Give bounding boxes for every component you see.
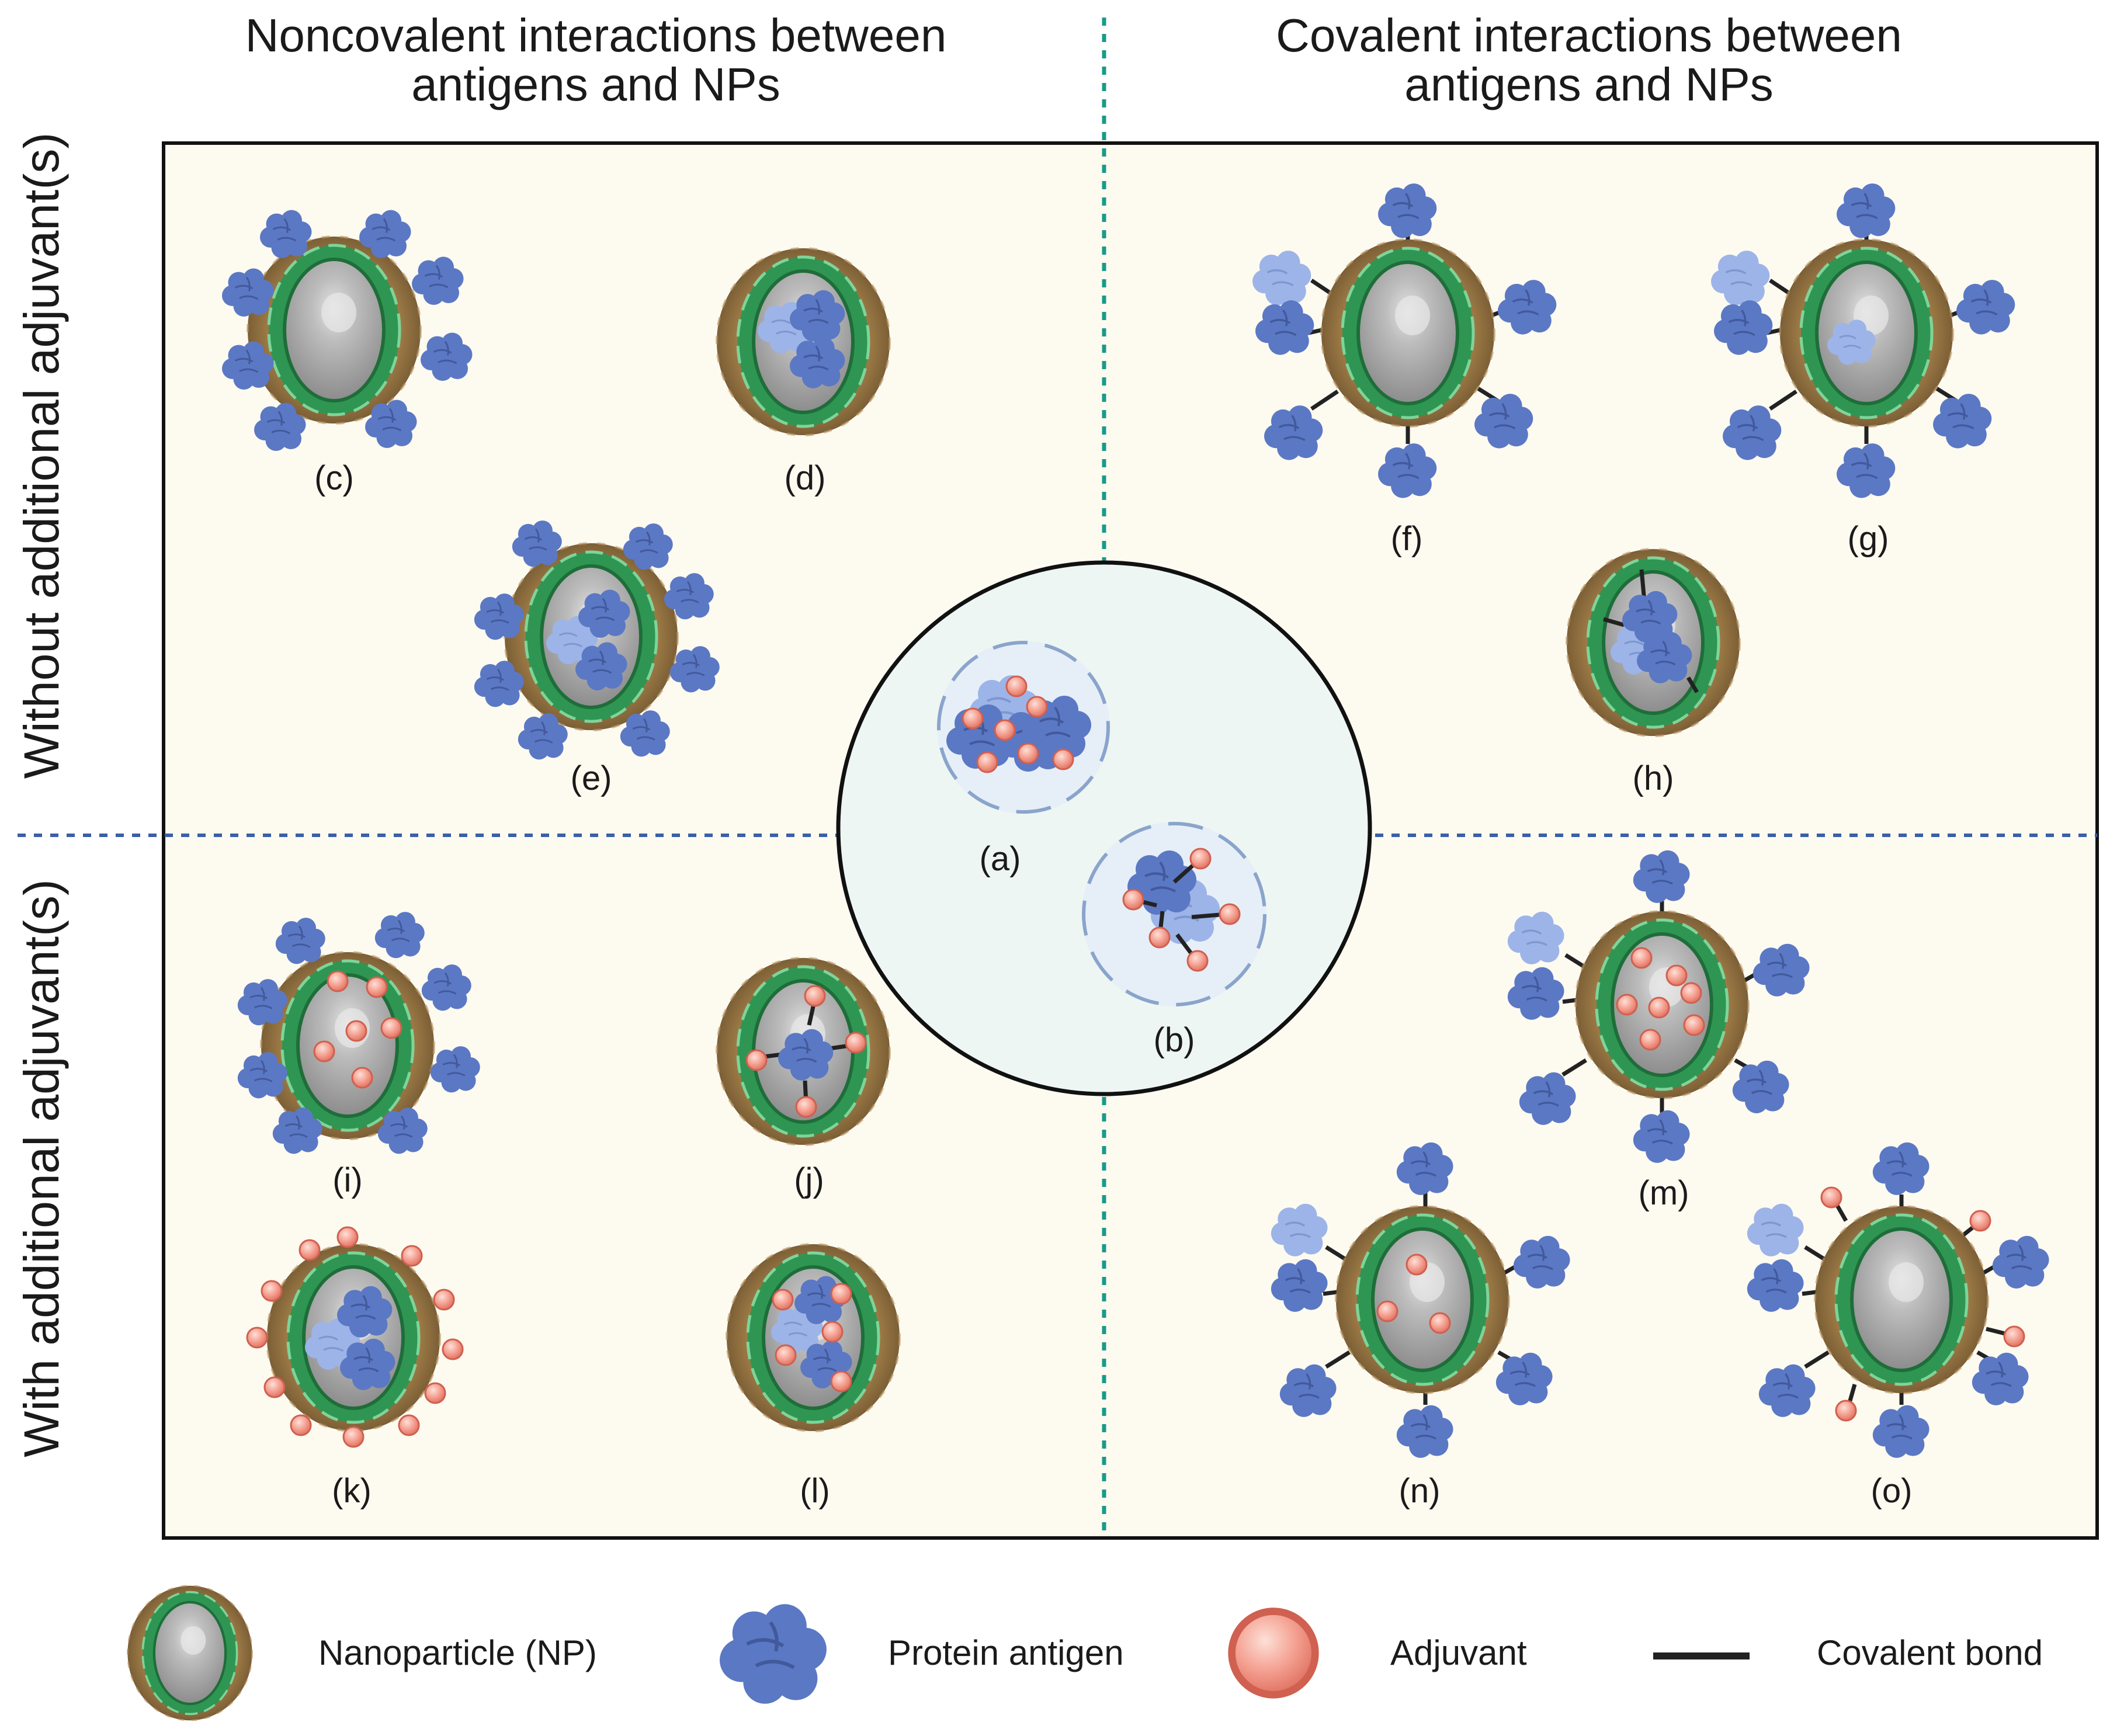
header-covalent-line2: antigens and NPs — [1404, 58, 1774, 110]
panel-j — [717, 958, 890, 1145]
label-k: (k) — [332, 1472, 372, 1510]
center-circle — [836, 560, 1372, 1096]
legend-adjuvant-icon — [1232, 1612, 1316, 1695]
row-title-without-adjuvant: Without additional adjuvant(s) — [14, 133, 69, 779]
panel-o — [1746, 1141, 2050, 1459]
label-h: (h) — [1633, 759, 1674, 797]
legend: Nanoparticle (NP) Protein antigen Adjuva… — [126, 1585, 2043, 1721]
label-n: (n) — [1399, 1472, 1441, 1510]
panel-a — [937, 641, 1110, 814]
label-d: (d) — [785, 459, 826, 497]
panel-b — [1082, 822, 1266, 1006]
panel-m — [1507, 849, 1811, 1164]
header-noncovalent-line1: Noncovalent interactions between — [245, 9, 947, 61]
panel-g — [1710, 182, 2017, 499]
label-m: (m) — [1639, 1174, 1689, 1212]
legend-protein-antigen-label: Protein antigen — [888, 1633, 1124, 1672]
legend-covalent-bond-label: Covalent bond — [1817, 1633, 2043, 1672]
panel-n — [1270, 1141, 1571, 1459]
label-c: (c) — [314, 459, 354, 497]
header-covalent-line1: Covalent interactions between — [1276, 9, 1902, 61]
label-i: (i) — [332, 1161, 363, 1199]
label-b: (b) — [1154, 1021, 1195, 1059]
legend-nanoparticle-label: Nanoparticle (NP) — [318, 1633, 597, 1672]
panel-l — [727, 1244, 900, 1431]
label-f: (f) — [1391, 520, 1423, 558]
label-g: (g) — [1848, 520, 1889, 558]
label-e: (e) — [571, 759, 612, 797]
legend-nanoparticle-icon — [126, 1585, 254, 1721]
legend-protein-antigen-icon — [720, 1604, 827, 1704]
legend-adjuvant-label: Adjuvant — [1390, 1633, 1527, 1672]
header-noncovalent-line2: antigens and NPs — [411, 58, 780, 110]
label-o: (o) — [1871, 1472, 1913, 1510]
panel-f — [1251, 182, 1558, 499]
label-l: (l) — [800, 1472, 830, 1510]
label-j: (j) — [794, 1161, 824, 1199]
row-title-with-adjuvant: With additional adjuvant(s) — [14, 879, 69, 1457]
panel-d — [717, 248, 890, 435]
label-a: (a) — [980, 840, 1021, 878]
panel-h — [1567, 549, 1740, 736]
